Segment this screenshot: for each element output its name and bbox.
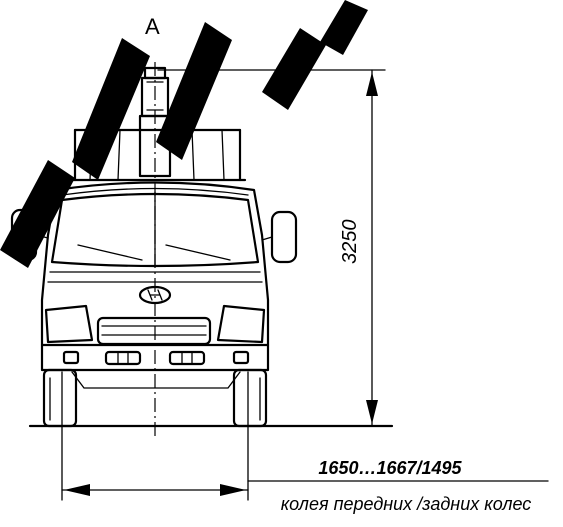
bumper <box>40 343 270 389</box>
basket-railing <box>70 128 247 182</box>
grille <box>96 316 212 346</box>
cab <box>40 181 270 372</box>
wheel-left <box>42 368 78 428</box>
track-dimension <box>61 371 549 501</box>
boom <box>138 66 172 178</box>
headlight-left <box>44 304 94 344</box>
track-caption: колея передних /задних колес <box>281 494 532 514</box>
watermark <box>0 0 368 268</box>
wheel-right <box>232 368 268 428</box>
view-label: A <box>145 14 160 39</box>
mirror-right <box>261 210 298 264</box>
headlight-right <box>216 304 266 344</box>
mirror-left <box>10 208 49 262</box>
height-dimension <box>157 69 386 427</box>
brand-logo <box>138 285 172 305</box>
height-dimension-label: 3250 <box>339 220 361 265</box>
track-dimension-label: 1650…1667/1495 <box>318 458 462 478</box>
